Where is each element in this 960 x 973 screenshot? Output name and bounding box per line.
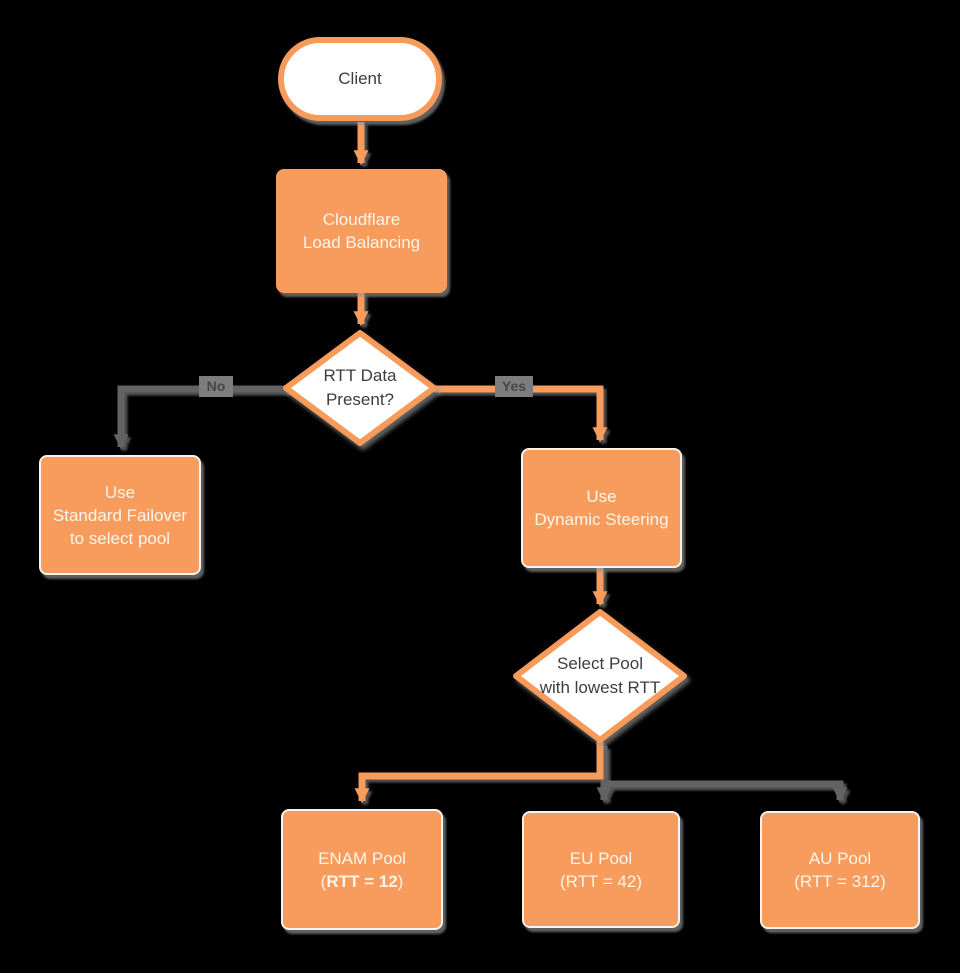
enam-rtt-value: RTT = 12: [326, 871, 398, 891]
node-eu-pool: EU Pool (RTT = 42): [522, 811, 680, 928]
edge-select-pool-to-enam-pool: [354, 741, 604, 804]
rtt-decision-diamond-shape: [283, 330, 437, 446]
node-au-pool: AU Pool (RTT = 312): [760, 811, 920, 929]
node-au-pool-label: AU Pool (RTT = 312): [794, 849, 886, 891]
node-dynamic-steering-label: Use Dynamic Steering: [534, 487, 669, 529]
node-enam-pool-label: ENAM Pool (RTT = 12): [318, 848, 406, 891]
edge-yes-to-dynamic-steering: [434, 385, 608, 443]
node-rtt-decision-label: RTT Data Present?: [323, 366, 397, 409]
node-load-balancing-label: Cloudflare Load Balancing: [302, 210, 421, 252]
node-dynamic-steering: Use Dynamic Steering: [521, 448, 682, 568]
node-standard-failover: Use Standard Failover to select pool: [39, 455, 201, 575]
node-client: Client: [278, 37, 442, 121]
node-enam-pool: ENAM Pool (RTT = 12): [281, 809, 443, 930]
node-rtt-decision: RTT Data Present?: [282, 329, 438, 447]
edge-label-yes: Yes: [495, 376, 533, 397]
node-select-pool-label: Select Pool with lowest RTT: [539, 654, 661, 697]
node-client-label: Client: [338, 69, 382, 88]
node-standard-failover-label: Use Standard Failover to select pool: [52, 482, 188, 548]
edge-select-pool-to-au-pool: [600, 746, 848, 803]
node-load-balancing: Cloudflare Load Balancing: [276, 169, 447, 293]
node-eu-pool-label: EU Pool (RTT = 42): [559, 848, 643, 891]
edge-label-no: No: [199, 376, 233, 397]
node-select-pool: Select Pool with lowest RTT: [512, 608, 688, 744]
edge-no-to-standard-failover: [113, 385, 291, 450]
select-pool-diamond-shape: [513, 609, 687, 743]
